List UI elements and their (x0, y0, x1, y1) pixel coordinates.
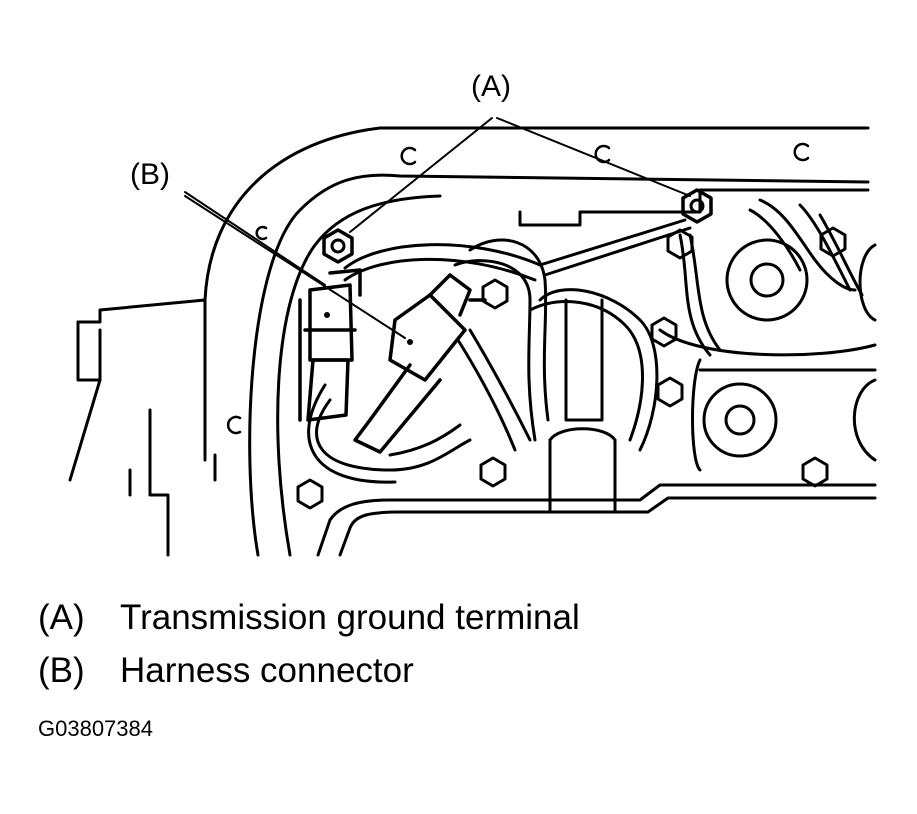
callout-label-a: (A) (471, 70, 511, 103)
legend-text: Transmission ground terminal (120, 598, 580, 637)
callout-label-b: (B) (130, 158, 170, 191)
ground-terminal-right (681, 188, 713, 224)
legend-key: (A) (38, 598, 85, 637)
legend-row-b: (B) Harness connector (38, 651, 580, 704)
bolt-heads (296, 226, 847, 510)
legend-key: (B) (38, 651, 85, 690)
ground-terminal-left (322, 228, 354, 264)
legend-row-a: (A) Transmission ground terminal (38, 598, 580, 651)
solenoid-bores (658, 238, 877, 472)
leader-lines (184, 117, 691, 339)
legend-text: Harness connector (120, 651, 414, 690)
harness-connector-left (298, 268, 362, 422)
legend: (A) Transmission ground terminal (B) Har… (38, 598, 580, 704)
tube (548, 298, 617, 512)
harness-connector-right (353, 273, 487, 454)
valve-body-cover (203, 126, 870, 557)
transmission-case (68, 298, 217, 557)
figure-id: G03807384 (38, 716, 153, 741)
lower-plate (316, 483, 877, 557)
transmission-illustration (68, 117, 877, 557)
